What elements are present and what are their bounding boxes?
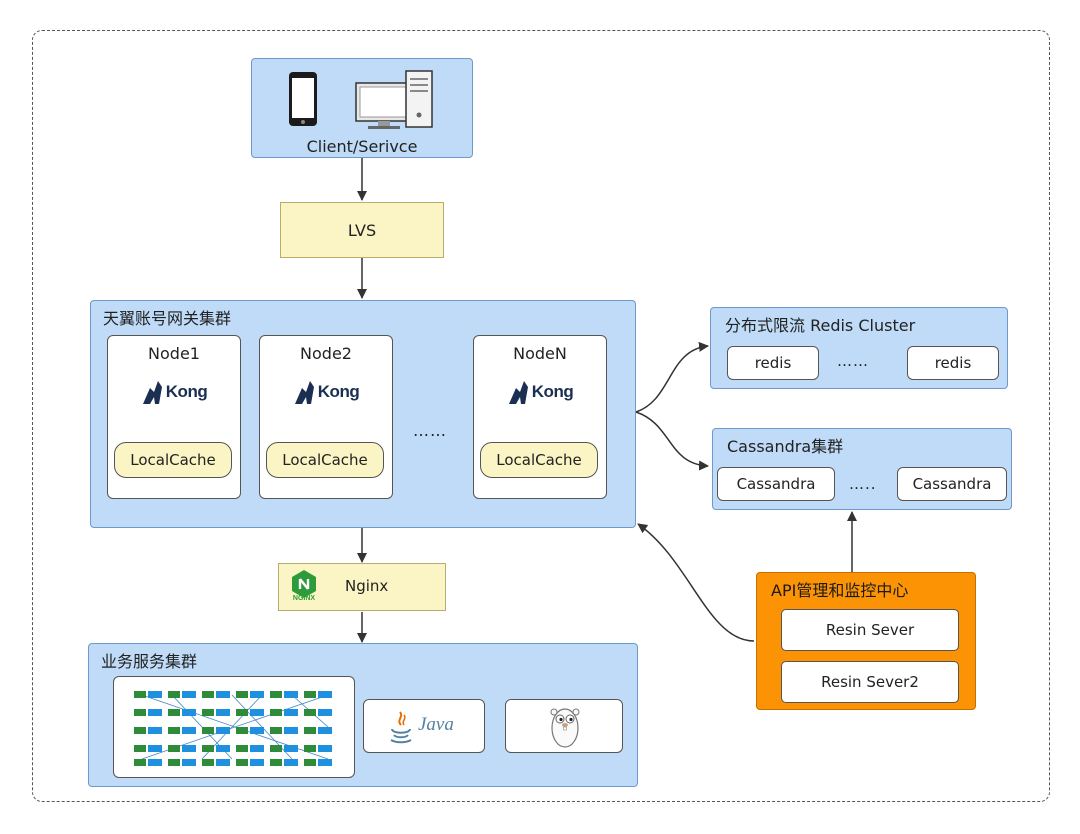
node-name: NodeN bbox=[513, 344, 567, 363]
cassandra-node[interactable]: Cassandra bbox=[717, 467, 835, 501]
local-cache[interactable]: LocalCache bbox=[480, 442, 598, 478]
api-title: API管理和监控中心 bbox=[771, 581, 909, 600]
cassandra-node[interactable]: Cassandra bbox=[897, 467, 1007, 501]
arrow-api-gateway bbox=[637, 523, 755, 642]
client-box[interactable]: Client/Serivce bbox=[251, 58, 473, 158]
gopher-icon bbox=[550, 708, 580, 748]
redis-title: 分布式限流 Redis Cluster bbox=[725, 316, 916, 335]
nginx-logo: NGINX bbox=[285, 569, 323, 605]
nginx-box[interactable]: NGINX Nginx bbox=[278, 563, 446, 611]
api-management-center[interactable]: API管理和监控中心 Resin Sever Resin Sever2 bbox=[756, 572, 976, 710]
node-name: Node1 bbox=[148, 344, 200, 363]
kong-logo-icon bbox=[294, 381, 314, 404]
kong-logo-icon bbox=[508, 381, 528, 404]
node-card[interactable]: Node2 Kong LocalCache bbox=[259, 335, 393, 499]
gateway-title: 天翼账号网关集群 bbox=[103, 309, 232, 328]
java-logo-icon bbox=[390, 711, 412, 744]
kong-logo: Kong bbox=[260, 376, 392, 408]
local-cache[interactable]: LocalCache bbox=[266, 442, 384, 478]
cassandra-title: Cassandra集群 bbox=[727, 437, 844, 456]
kong-logo: Kong bbox=[108, 376, 240, 408]
client-label: Client/Serivce bbox=[306, 136, 418, 156]
nginx-logo-icon bbox=[292, 570, 316, 598]
java-card[interactable]: Java bbox=[363, 699, 485, 753]
business-cluster[interactable]: 业务服务集群 bbox=[88, 643, 638, 787]
redis-node[interactable]: redis bbox=[907, 346, 999, 380]
cassandra-cluster[interactable]: Cassandra集群 Cassandra ….. Cassandra bbox=[712, 428, 1012, 510]
resin-server[interactable]: Resin Sever bbox=[781, 609, 959, 651]
microservice-grid[interactable] bbox=[113, 676, 355, 778]
outer-frame bbox=[32, 30, 1050, 802]
network-grid-icon bbox=[134, 691, 332, 766]
kong-logo-icon bbox=[142, 381, 162, 404]
go-card[interactable] bbox=[505, 699, 623, 753]
cassandra-ellipsis: ….. bbox=[849, 475, 877, 493]
resin-server[interactable]: Resin Sever2 bbox=[781, 661, 959, 703]
gateway-ellipsis: …… bbox=[413, 421, 447, 440]
redis-ellipsis: …… bbox=[837, 352, 869, 370]
gateway-cluster[interactable]: 天翼账号网关集群 Node1 Kong LocalCache Node2 Kon… bbox=[90, 300, 636, 528]
business-title: 业务服务集群 bbox=[101, 652, 198, 671]
kong-logo: Kong bbox=[474, 376, 606, 408]
desktop-computer-icon bbox=[355, 70, 433, 129]
arrow-gateway-redis bbox=[635, 341, 709, 413]
tablet-icon bbox=[289, 72, 317, 126]
redis-cluster[interactable]: 分布式限流 Redis Cluster redis …… redis bbox=[710, 307, 1008, 389]
lvs-box[interactable]: LVS bbox=[280, 202, 444, 258]
java-label: Java bbox=[418, 714, 454, 735]
node-card[interactable]: Node1 Kong LocalCache bbox=[107, 335, 241, 499]
nginx-label: Nginx bbox=[345, 577, 389, 595]
lvs-label: LVS bbox=[347, 220, 377, 240]
node-card[interactable]: NodeN Kong LocalCache bbox=[473, 335, 607, 499]
arrow-gateway-cassandra bbox=[635, 411, 709, 471]
redis-node[interactable]: redis bbox=[727, 346, 819, 380]
local-cache[interactable]: LocalCache bbox=[114, 442, 232, 478]
node-name: Node2 bbox=[300, 344, 352, 363]
